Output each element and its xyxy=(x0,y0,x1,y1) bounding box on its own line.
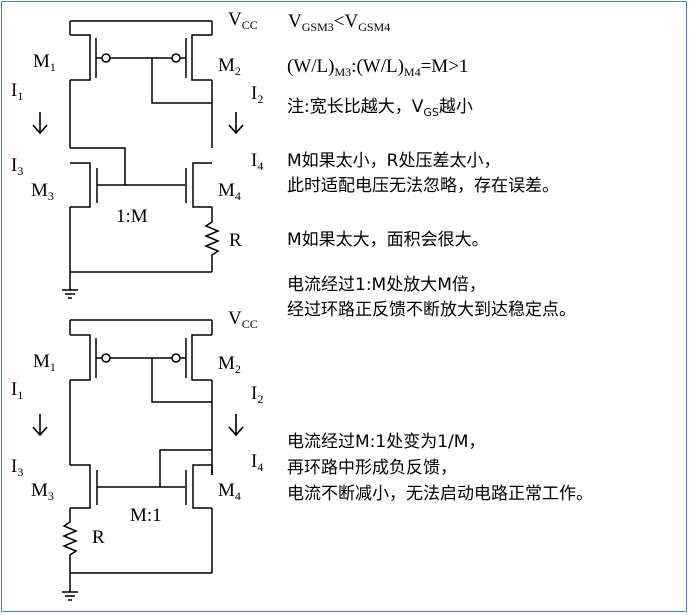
top-m2-label: M2 xyxy=(218,55,241,78)
bottom-m4-label: M4 xyxy=(218,480,241,503)
bottom-i2-label: I2 xyxy=(251,383,264,406)
bottom-vcc-label: VCC xyxy=(228,308,258,331)
top-i2-arrow-icon xyxy=(228,112,244,135)
note-reduce-line1: 电流经过M:1处变为1/M， xyxy=(287,432,486,452)
bottom-i2-arrow-icon xyxy=(228,414,244,437)
top-i1-label: I1 xyxy=(11,80,24,103)
note-amplify-line2: 经过环路正反馈不断放大到达稳定点。 xyxy=(287,300,576,320)
note-m-small-line1: M如果太小，R处压差太小， xyxy=(287,151,501,171)
bottom-m1-label: M1 xyxy=(33,351,56,374)
top-rail-drops xyxy=(69,21,213,35)
top-m1-pmos xyxy=(70,34,172,81)
top-i3-label: I3 xyxy=(11,155,24,178)
note-reduce-line2: 再环路中形成负反馈， xyxy=(287,458,457,478)
vgs-comparison: VGSM3<VGSM4 xyxy=(288,11,391,34)
bottom-rail-drops xyxy=(69,320,213,335)
bottom-ratio-label: M:1 xyxy=(130,505,162,526)
bottom-m4-nmos xyxy=(185,464,212,509)
top-m3-diode xyxy=(70,147,126,185)
bottom-m3-label: M3 xyxy=(31,480,54,503)
bottom-ground-icon xyxy=(62,573,78,601)
bottom-m2-pmos xyxy=(171,334,212,381)
top-m2-diode xyxy=(151,58,212,104)
note-wl-vgs: 注:宽长比越大，VGS越小 xyxy=(287,97,473,119)
top-m1-label: M1 xyxy=(33,51,56,74)
bottom-i1-label: I1 xyxy=(11,379,24,402)
top-resistor-r xyxy=(204,207,220,272)
bottom-i3-label: I3 xyxy=(11,456,24,479)
top-m3-label: M3 xyxy=(31,180,54,203)
bottom-circuit xyxy=(32,319,244,601)
top-m4-label: M4 xyxy=(218,180,241,203)
bottom-i4-label: I4 xyxy=(251,451,264,474)
wl-ratio-equation: (W/L)M3:(W/L)M4=M>1 xyxy=(287,56,469,79)
top-m3-nmos xyxy=(70,162,185,208)
bottom-i1-arrow-icon xyxy=(32,414,48,437)
bottom-m2-label: M2 xyxy=(218,353,241,376)
note-reduce-line3: 电流不断减小，无法启动电路正常工作。 xyxy=(287,484,593,504)
note-amplify-line1: 电流经过1:M处放大M倍， xyxy=(287,275,486,295)
top-vcc-label: VCC xyxy=(228,9,258,32)
top-i1-arrow-icon xyxy=(32,112,48,135)
bottom-m2-diode xyxy=(151,358,212,403)
bottom-m3-nmos xyxy=(70,464,185,509)
note-m-small-line2: 此时适配电压无法忽略，存在误差。 xyxy=(287,176,559,196)
top-circuit xyxy=(32,20,244,299)
top-m2-pmos xyxy=(171,34,212,81)
top-i2-label: I2 xyxy=(251,83,264,106)
bottom-m1-pmos xyxy=(70,334,172,381)
top-resistor-label: R xyxy=(229,230,242,251)
bottom-m4-diode xyxy=(159,449,212,487)
note-m-large: M如果太大，面积会很大。 xyxy=(287,230,489,250)
top-ground-icon xyxy=(62,272,78,299)
top-ratio-label: 1:M xyxy=(116,206,148,227)
bottom-resistor-r xyxy=(62,508,78,573)
bottom-resistor-label: R xyxy=(92,527,105,548)
top-i4-label: I4 xyxy=(251,150,264,173)
top-m4-nmos xyxy=(185,162,212,208)
